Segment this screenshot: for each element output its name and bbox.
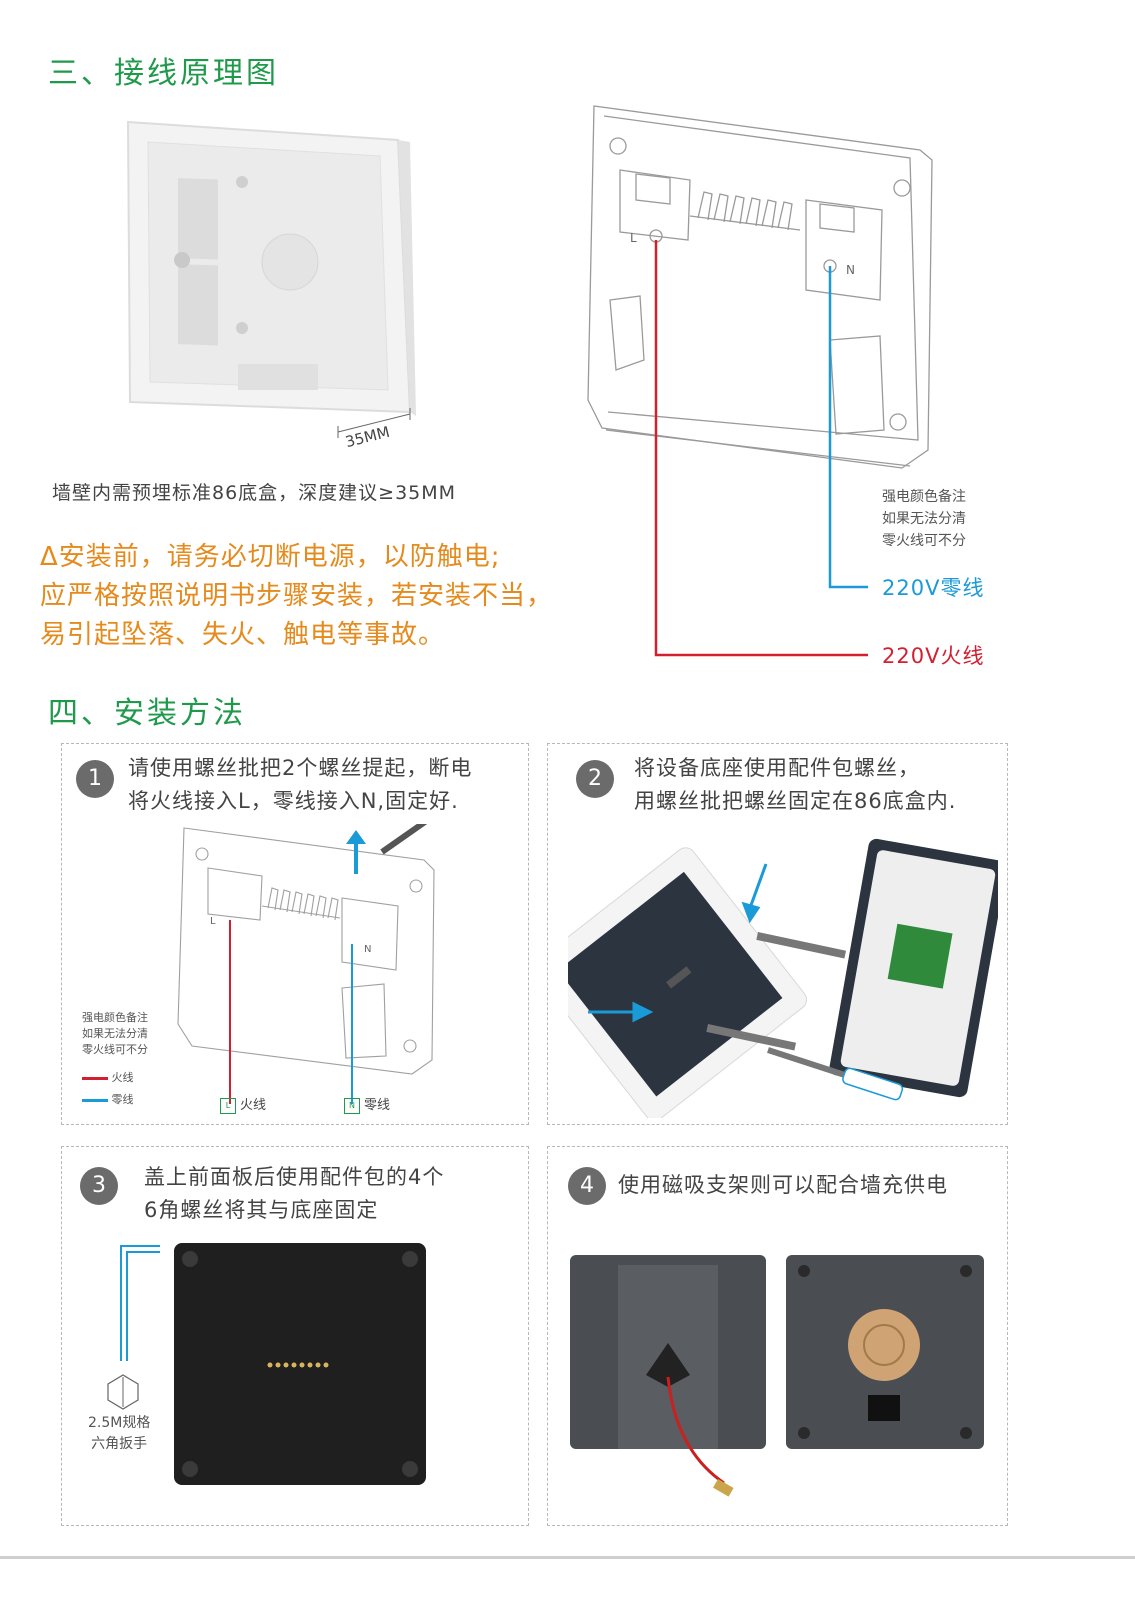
legend-neutral-swatch [82, 1098, 108, 1102]
section3-title: 三、接线原理图 [48, 56, 279, 91]
box-caption: 墙壁内需预埋标准86底盒，深度建议≥35MM [52, 482, 457, 504]
step-text: 使用磁吸支架则可以配合墙充供电 [618, 1169, 948, 1202]
live-wire-label: 220V火线 [882, 644, 985, 668]
step1-wire-note: 强电颜色备注 如果无法分清 零火线可不分 [82, 1010, 148, 1058]
live-wire [654, 240, 868, 657]
step-text: 盖上前面板后使用配件包的4个 6角螺丝将其与底座固定 [144, 1161, 444, 1227]
hex-key-icon [120, 1245, 160, 1361]
step-number: 1 [76, 760, 114, 798]
legend-live: 火线 [82, 1070, 134, 1086]
neutral-wire-label: 220V零线 [882, 576, 985, 600]
note-line: 强电颜色备注 [882, 489, 966, 505]
neutral-wire [828, 266, 868, 589]
wire-lines [654, 240, 868, 657]
mounting-box-image [126, 120, 416, 438]
step-number: 2 [576, 760, 614, 798]
legend-neutral-label: 零线 [111, 1093, 134, 1106]
step-2-panel: 2 将设备底座使用配件包螺丝， 用螺丝批把螺丝固定在86底盒内. [547, 743, 1008, 1125]
step2-mounting-image [568, 838, 998, 1118]
warning-line: 应严格按照说明书步骤安装，若安装不当， [40, 581, 554, 611]
svg-text:N: N [364, 944, 371, 955]
step-number: 4 [568, 1167, 606, 1205]
bottom-divider [0, 1556, 1135, 1559]
section4-title: 四、安装方法 [48, 696, 246, 731]
step-text: 将设备底座使用配件包螺丝， 用螺丝批把螺丝固定在86底盒内. [634, 752, 956, 818]
step-line: 用螺丝批把螺丝固定在86底盒内. [634, 789, 957, 813]
step1-wiring-diagram: L N [177, 824, 435, 1104]
warning-line: 易引起坠落、失火、触电等事故。 [40, 620, 446, 650]
note-line: 如果无法分清 [882, 511, 966, 527]
tool-line: 2.5M规格 [88, 1415, 151, 1431]
tool-line: 六角扳手 [91, 1436, 148, 1452]
wire-color-note: 强电颜色备注 如果无法分清 零火线可不分 [882, 486, 966, 552]
step-1-panel: 1 请使用螺丝批把2个螺丝提起，断电 将火线接入L，零线接入N,固定好. L N… [61, 743, 529, 1125]
step-4-panel: 4 使用磁吸支架则可以配合墙充供电 [547, 1146, 1008, 1526]
tag-live: L 火线 [220, 1094, 266, 1114]
step-line: 6角螺丝将其与底座固定 [144, 1198, 379, 1222]
step-line: 盖上前面板后使用配件包的4个 [144, 1165, 445, 1189]
step-line: 使用磁吸支架则可以配合墙充供电 [618, 1173, 948, 1197]
wiring-diagram: L N [587, 105, 933, 469]
step-line: 将火线接入L，零线接入N,固定好. [128, 789, 459, 813]
hex-nut-icon [107, 1374, 139, 1410]
magnetic-bracket-image [570, 1255, 984, 1497]
step-line: 请使用螺丝批把2个螺丝提起，断电 [128, 756, 473, 780]
terminal-l-label: L [630, 231, 637, 245]
note-line: 强电颜色备注 [82, 1011, 148, 1024]
step-number: 3 [80, 1167, 118, 1205]
tag-neutral-label: 零线 [364, 1098, 391, 1113]
front-panel-back-image [174, 1243, 426, 1485]
step-3-panel: 3 盖上前面板后使用配件包的4个 6角螺丝将其与底座固定 2.5M规格 六角扳手 [61, 1146, 529, 1526]
step-text: 请使用螺丝批把2个螺丝提起，断电 将火线接入L，零线接入N,固定好. [128, 752, 472, 818]
hex-key-caption: 2.5M规格 六角扳手 [88, 1413, 150, 1455]
terminal-n-label: N [846, 263, 855, 277]
tag-live-label: 火线 [240, 1098, 267, 1113]
warning-line: Δ安装前，请务必切断电源，以防触电; [40, 542, 501, 572]
warning-text: Δ安装前，请务必切断电源，以防触电; 应严格按照说明书步骤安装，若安装不当， 易… [40, 538, 553, 655]
legend-neutral: 零线 [82, 1092, 134, 1108]
note-line: 零火线可不分 [882, 533, 966, 549]
tag-n-box: N [344, 1097, 360, 1114]
legend-live-swatch [82, 1076, 108, 1080]
tag-neutral: N 零线 [344, 1094, 390, 1114]
note-line: 零火线可不分 [82, 1043, 148, 1056]
step-line: 将设备底座使用配件包螺丝， [634, 756, 920, 780]
legend-live-label: 火线 [111, 1071, 134, 1084]
tag-l-box: L [220, 1097, 236, 1114]
note-line: 如果无法分清 [82, 1027, 148, 1040]
svg-text:L: L [210, 916, 216, 927]
